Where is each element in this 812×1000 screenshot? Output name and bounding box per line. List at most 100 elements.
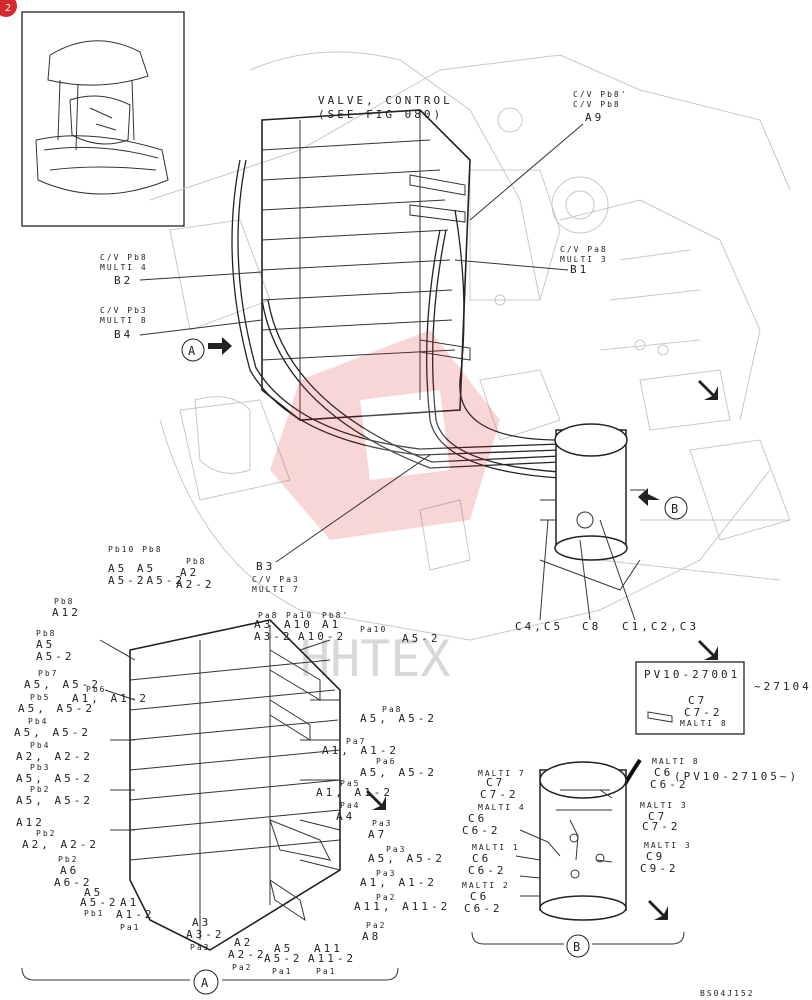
detail-a-bottom-labels: A3 A3-2 Pa3 A2 A2-2 Pa2 A5 A5-2 Pa1 A11 … [186,916,356,976]
part-c7: C7 [688,694,707,707]
detail-a-label: A5, A5-2 [24,678,101,691]
detail-b-label: C9-2 [640,862,679,875]
detail-a-label: A1, A1-2 [322,744,399,757]
detail-a-label: A5, A5-2 [16,772,93,785]
b4-label: B4 [114,328,133,341]
detail-a-label: Pa1 [120,923,140,932]
part-number-box: PV10-27001 ~27104 C7 C7-2 MALTI 8 [610,661,809,811]
detail-a-label: A3 [254,618,273,631]
multi8-label: MULTI 8 [100,316,148,325]
detail-a-label: Pa8 [382,705,402,714]
detail-a-label: A11 [314,942,343,955]
detail-b-label: C6-2 [464,902,503,915]
detail-b-label: C6 [472,852,491,865]
detail-a-valve [99,619,341,951]
part-number: PV10-27001 [644,668,740,681]
detail-a-label: A7 [368,828,387,841]
detail-b-label: C7 [648,810,667,823]
detail-a-label: A2-2 [176,578,215,591]
detail-a-label: Pa2 [366,921,386,930]
detail-b-label: MALTI 3 [644,841,692,850]
detail-a-label: A5 [84,886,103,899]
b2-label: B2 [114,274,133,287]
detail-b-label: C7-2 [642,820,681,833]
detail-a-label: Pa1 [272,967,292,976]
detail-a-label: A5, A5-2 [360,766,437,779]
view-arrow-a-letter: A [188,344,196,358]
detail-a-label: A1-2 [116,908,155,921]
detail-a-label: A3-2 [254,630,293,643]
detail-a-label: A6 [60,864,79,877]
detail-a-label: A5-2 [402,632,441,645]
detail-a-label: Pa3 [190,943,210,952]
detail-a-label: A5 A5 [108,562,156,575]
detail-a-label: A11-2 [308,952,356,965]
detail-b-labels: MALTI 8 C6 (PV10-27105~) C6-2 MALTI 7 C7… [462,757,796,915]
detail-a-label: A11, A11-2 [354,900,450,913]
detail-a-left-labels: Pb10 Pb8 A5 A5 A5-2A5-2 Pb8 A2 A2-2 Pb8 … [14,545,215,932]
detail-a-label: Pa8 [258,611,278,620]
detail-a-label: Pb6 [86,685,106,694]
detail-a-label: Pa4 [340,801,360,810]
detail-a-label: A3-2 [186,928,225,941]
detail-a-label: A10 [284,618,313,631]
detail-a-label: A5, A5-2 [360,712,437,725]
detail-a-label: Pb4 [30,741,50,750]
detail-a-label: A5, A5-2 [14,726,91,739]
corner-badge: 2 [0,0,17,17]
detail-a-label: A1 [120,896,139,909]
detail-a-label: Pb4 [28,717,48,726]
detail-a-label: Pb8 [54,597,74,606]
detail-b-label: C7-2 [480,788,519,801]
detail-a-label: A1, A1-2 [316,786,393,799]
cv-pb8-a-label: C/V Pb8' [573,90,628,99]
cv-pa3-label: C/V Pa3 [252,575,300,584]
cv-pb8-b-label: C/V Pb8 [573,100,621,109]
detail-b-label: C6 [654,766,673,779]
detail-a-label: Pa5 [340,779,360,788]
detail-b-bracket: B [471,931,685,958]
detail-a-direction-arrow [366,790,386,810]
corner-badge-text: 2 [5,3,11,14]
detail-b-label: MALTI 1 [472,843,520,852]
detail-a-label: A5 [36,638,55,651]
detail-b-label: C6-2 [650,778,689,791]
control-valve-block [261,109,471,421]
see-fig-label: (SEE FIG 080) [318,108,443,121]
detail-a-label: A5-2 [264,952,303,965]
detail-a-label: A3 [192,916,211,929]
detail-a-label: A12 [52,606,81,619]
detail-b-direction-arrow [648,900,668,920]
detail-a-label: Pb2 [36,829,56,838]
watermark-text: HHTEX [300,630,451,688]
multi3-label: MULTI 3 [560,255,608,264]
detail-b-label: C6 [468,812,487,825]
detail-a-label: A2, A2-2 [16,750,93,763]
detail-a-label: A6-2 [54,876,93,889]
detail-a-label: Pa6 [376,757,396,766]
detail-a-label: Pa10 [360,625,387,634]
detail-a-label: A2-2 [228,948,267,961]
b3-label: B3 [256,560,275,573]
detail-a-label: A10-2 [298,630,346,643]
valve-control-label: VALVE, CONTROL [318,94,453,107]
part-c7-2: C7-2 [684,706,723,719]
detail-a-label: Pb10 Pb8 [108,545,163,554]
detail-b-label: C6 [470,890,489,903]
detail-a-label: Pb3 [30,763,50,772]
detail-b-label: C6-2 [462,824,501,837]
drawing-code: BS04J152 [700,989,755,998]
detail-a-label: A12 [16,816,45,829]
detail-a-label: Pb5 [30,693,50,702]
detail-a-label: Pb2 [58,855,78,864]
detail-b-label: MALTI 8 [652,757,700,766]
detail-a-label: A5, A5-2 [16,794,93,807]
detail-a-label: A2, A2-2 [22,838,99,851]
detail-a-bracket: A [21,967,399,995]
multi7-label: MULTI 7 [252,585,300,594]
detail-b-label: C9 [646,850,665,863]
detail-a-label: A5, A5-2 [368,852,445,865]
view-arrow-b: B [638,488,688,520]
multi4-label: MULTI 4 [100,263,148,272]
